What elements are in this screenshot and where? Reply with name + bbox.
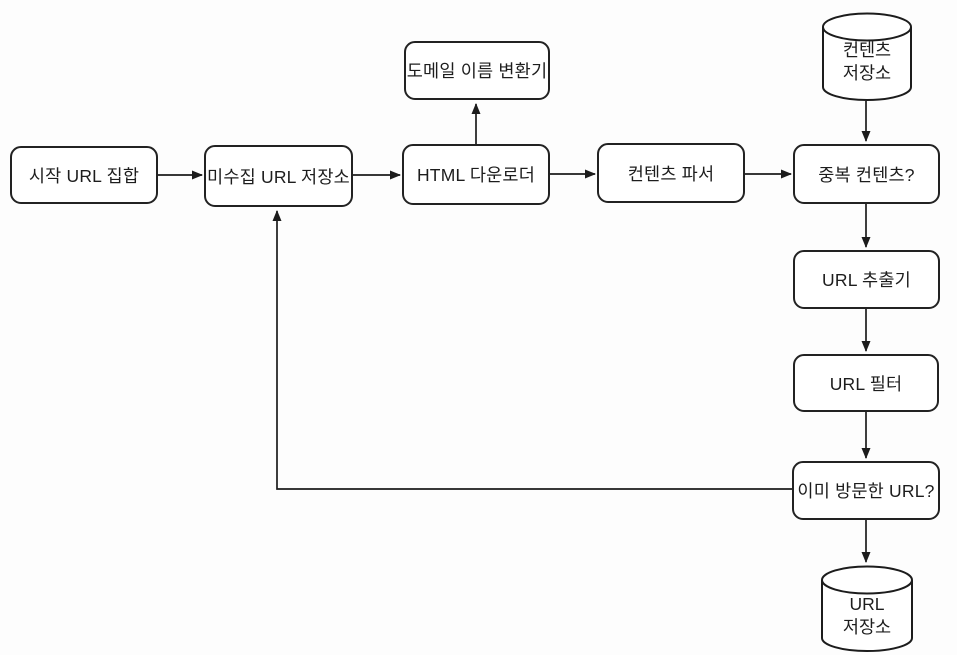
label-url-storage: URL 저장소 (822, 590, 912, 642)
node-url-extractor: URL 추출기 (793, 250, 940, 309)
label-content-storage: 컨텐츠 저장소 (822, 34, 912, 90)
label-content-storage-line1: 컨텐츠 (842, 40, 892, 60)
node-url-filter: URL 필터 (793, 354, 939, 412)
node-html-downloader: HTML 다운로더 (402, 144, 550, 205)
database-cylinder-url-storage (821, 565, 913, 652)
arrow-visited-loop-to-frontier (272, 210, 792, 490)
node-duplicate-content: 중복 컨텐츠? (793, 144, 940, 204)
label-content-storage-line2: 저장소 (842, 63, 892, 83)
node-domain-name-resolver: 도메일 이름 변환기 (404, 41, 550, 100)
node-content-parser: 컨텐츠 파서 (597, 143, 745, 203)
database-cylinder-content-storage (822, 12, 912, 101)
label-url-storage-line1: URL (849, 594, 885, 614)
node-start-url-set: 시작 URL 집합 (10, 146, 158, 204)
node-visited-url: 이미 방문한 URL? (792, 461, 940, 520)
node-unfetched-url-store: 미수집 URL 저장소 (204, 145, 353, 207)
label-url-storage-line2: 저장소 (842, 617, 892, 637)
